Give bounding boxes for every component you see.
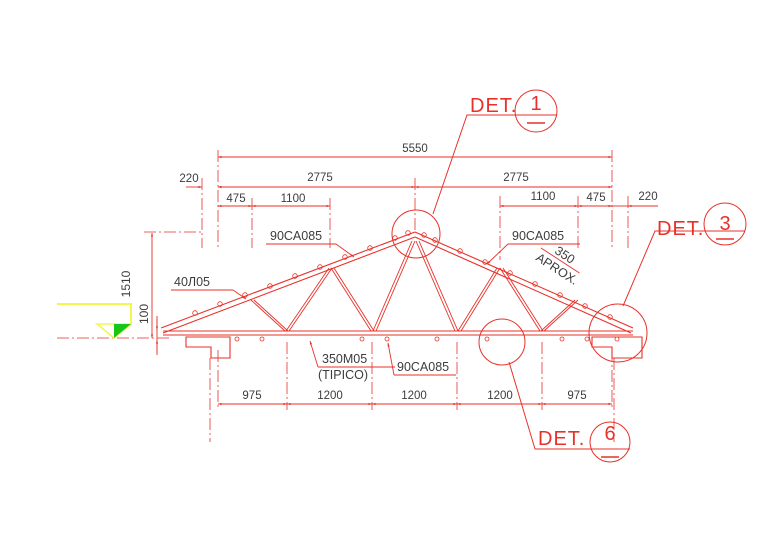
det-texts: DET. 1 DET. 3 DET. 6 [470, 93, 731, 450]
web-members [250, 240, 579, 332]
dimension-lines [150, 155, 658, 406]
det6-callout [508, 361, 631, 463]
label-plate: 350M05 [322, 352, 367, 366]
truss-geometry [160, 230, 643, 359]
dim-bottom-975-right: 975 [567, 390, 586, 402]
dim-height: 1510 [119, 270, 133, 297]
det3-number: 3 [719, 213, 730, 235]
dim-eave-depth: 100 [137, 304, 151, 324]
dim-right-475: 475 [586, 192, 605, 204]
member-labels: 90CA085 90CA085 90CA085 40Л05 350M05 (TI… [174, 229, 581, 382]
label-angle-member: 40Л05 [174, 275, 210, 289]
dim-bottom-1200-b: 1200 [401, 390, 427, 402]
dim-bottom-1200-c: 1200 [487, 390, 513, 402]
dim-right-1100: 1100 [531, 191, 556, 203]
dim-left-475: 475 [226, 193, 245, 205]
label-bottom-chord: 90CA085 [397, 360, 449, 374]
purlin-clips [192, 230, 613, 320]
det1-number: 1 [530, 93, 541, 115]
label-plate-note: (TIPICO) [318, 368, 368, 382]
dim-right-half: 2775 [503, 172, 529, 184]
det3-label: DET. [657, 218, 704, 240]
det6-number: 6 [604, 423, 615, 445]
dim-bottom-1200-a: 1200 [317, 390, 343, 402]
support-right [591, 336, 643, 359]
det6-label: DET. [538, 428, 585, 450]
label-leaders [171, 243, 580, 376]
dim-left-half: 2775 [307, 172, 333, 184]
dimension-texts: 5550 2775 2775 220 220 475 1100 1100 475… [119, 143, 658, 402]
detail-circles [391, 209, 648, 366]
support-left [185, 336, 231, 359]
bottom-chord-clips [234, 336, 620, 342]
dim-left-1100: 1100 [281, 193, 306, 205]
dim-bottom-975-left: 975 [242, 390, 261, 402]
label-top-chord-left: 90CA085 [270, 229, 322, 243]
dim-left-offset: 220 [179, 173, 198, 185]
det1-label: DET. [470, 95, 517, 117]
dim-right-offset: 220 [638, 191, 657, 203]
det1-callout [432, 89, 558, 215]
detail-circle-right-support [588, 303, 648, 363]
detail-circle-apex [391, 209, 441, 259]
det-callouts [432, 89, 747, 463]
label-top-chord-right: 90CA085 [512, 229, 564, 243]
det3-callout [622, 202, 747, 307]
datum-level-marker [57, 303, 134, 339]
dim-overall: 5550 [402, 143, 428, 155]
detail-circle-bottom-chord [478, 318, 526, 366]
